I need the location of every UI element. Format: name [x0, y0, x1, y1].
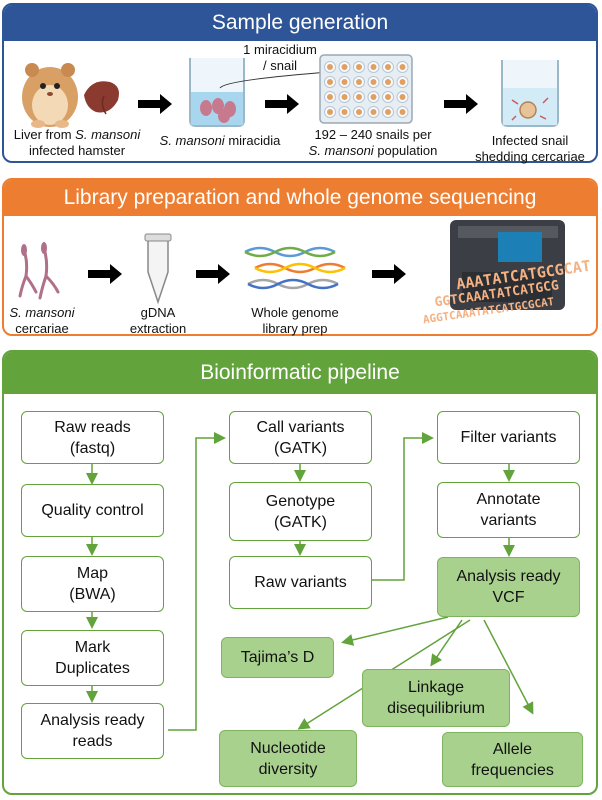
arrow-right-icon	[88, 264, 122, 284]
annotate-variants-step: Annotate variants	[437, 482, 580, 538]
quality-control-step: Quality control	[21, 484, 164, 537]
sample-generation-title: Sample generation	[4, 5, 596, 41]
bioinformatic-pipeline-panel: Bioinformatic pipeline	[2, 350, 598, 795]
analysis-ready-reads-step: Analysis ready reads	[21, 703, 164, 759]
allele-frequencies-output: Allele frequencies	[442, 732, 583, 787]
arrow-right-icon	[265, 94, 299, 114]
analysis-ready-vcf-step: Analysis ready VCF	[437, 557, 580, 617]
raw-variants-step: Raw variants	[229, 556, 372, 609]
library-prep-caption: Whole genome library prep	[251, 305, 339, 336]
liver-caption: Liver from S. mansoni infected hamster	[13, 127, 141, 158]
bioinformatic-pipeline-title: Bioinformatic pipeline	[4, 352, 596, 394]
raw-reads-step: Raw reads (fastq)	[21, 411, 164, 464]
call-variants-step: Call variants (GATK)	[229, 411, 372, 464]
arrow-right-icon	[196, 264, 230, 284]
miracidia-caption: S. mansoni miracidia	[159, 133, 281, 148]
linkage-disequilibrium-output: Linkage disequilibrium	[362, 669, 510, 727]
arrow-right-icon	[372, 264, 406, 284]
snails-caption: 192 – 240 snails per S. mansoni populati…	[308, 127, 438, 158]
tajimas-d-output: Tajima’s D	[221, 637, 334, 678]
library-preparation-panel: Library preparation and whole genome seq…	[2, 178, 598, 336]
genotype-step: Genotype (GATK)	[229, 482, 372, 541]
arrow-right-icon	[138, 94, 172, 114]
mark-duplicates-step: Mark Duplicates	[21, 630, 164, 686]
map-step: Map (BWA)	[21, 556, 164, 612]
arrow-right-icon	[444, 94, 478, 114]
library-preparation-title: Library preparation and whole genome seq…	[4, 180, 596, 216]
filter-variants-step: Filter variants	[437, 411, 580, 464]
infected-snail-caption: Infected snail shedding cercariae	[475, 133, 585, 164]
nucleotide-diversity-output: Nucleotide diversity	[219, 730, 357, 787]
sample-generation-panel: Sample generation	[2, 3, 598, 163]
arrow-label: 1 miracidium / snail	[243, 42, 317, 73]
gdna-caption: gDNA extraction	[129, 305, 187, 336]
cercariae-caption: S. mansoni cercariae	[9, 305, 75, 336]
